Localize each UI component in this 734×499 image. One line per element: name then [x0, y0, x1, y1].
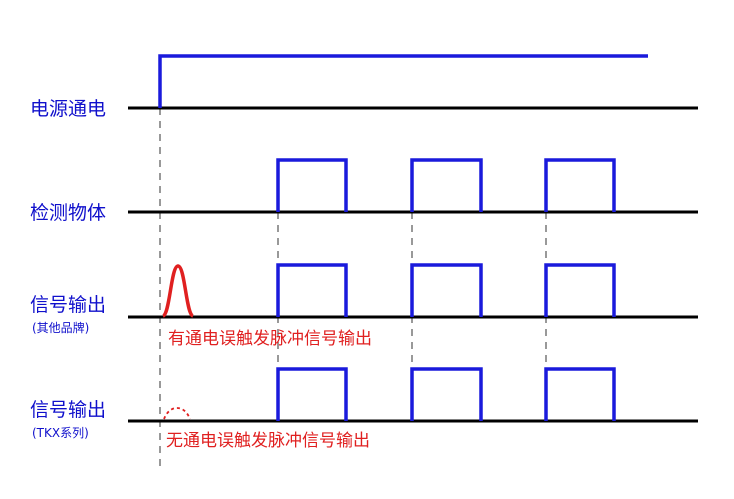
detect-pulse [276, 158, 348, 212]
note-tkx: 无通电误触发脉冲信号输出 [166, 431, 370, 451]
detect-pulses [276, 158, 616, 212]
output-pulse [276, 367, 348, 421]
guide-lines [159, 108, 547, 468]
detect-pulse [544, 158, 616, 212]
output-pulse [410, 367, 483, 421]
output-pulse [544, 263, 616, 317]
output-pulses-other [276, 263, 616, 317]
output-pulse [276, 263, 348, 317]
no-false-trigger-pulse [163, 407, 191, 420]
power-signal [158, 54, 648, 108]
false-trigger-pulse [161, 264, 195, 318]
row-label-detect: 检测物体 [30, 202, 106, 224]
note-other-brand: 有通电误触发脉冲信号输出 [168, 329, 372, 349]
row-label-output-tkx: 信号输出 [30, 399, 106, 421]
detect-pulse [410, 158, 483, 212]
output-pulses-tkx [276, 367, 616, 421]
row-label-power: 电源通电 [30, 98, 106, 120]
row-sublabel-output-tkx: (TKX系列) [32, 426, 89, 440]
output-pulse [410, 263, 483, 317]
row-sublabel-output-other: (其他品牌) [32, 321, 89, 335]
row-label-output-other: 信号输出 [30, 294, 106, 316]
output-pulse [544, 367, 616, 421]
